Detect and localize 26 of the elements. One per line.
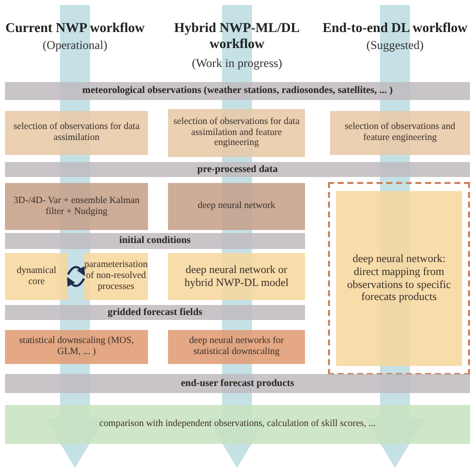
column-subheading: (Operational)	[42, 38, 108, 53]
process-box: deep neural network: direct mapping from observations to specific forecats products	[336, 191, 462, 366]
process-box: deep neural networks for statistical downscaling	[168, 330, 305, 364]
column-subheading: (Suggested)	[366, 38, 424, 53]
column-subheading: (Work in progress)	[192, 56, 282, 71]
process-box: deep neural network	[168, 183, 305, 230]
column-heading: Hybrid NWP-ML/DL workflow	[173, 20, 301, 52]
result-band: comparison with independent observations, calculation of skill scores, ...	[5, 405, 470, 444]
stage-band: meteorological observations (weather stations, radiosondes, satellites, ... )	[5, 82, 470, 100]
column-heading: End-to-end DL workflow	[322, 20, 468, 36]
process-box: selection of observations and feature engineering	[330, 111, 470, 155]
stage-band: pre-processed data	[5, 162, 470, 177]
process-box: selection of observations for data assimilation and feature engineering	[168, 109, 305, 157]
process-box: deep neural network or hybrid NWP-DL model	[168, 253, 305, 300]
dashed-frame	[328, 182, 470, 375]
process-box: parameterisation of non-resolved processes	[84, 253, 148, 300]
stage-band: end-user forecast products	[5, 374, 470, 393]
cycle-arrow	[67, 266, 85, 276]
cycle-arrow	[67, 277, 85, 288]
stage-band: gridded forecast fields	[5, 305, 305, 320]
process-box: statistical downscaling (MOS, GLM, ... )	[5, 330, 148, 364]
stage-band: initial conditions	[5, 233, 305, 249]
process-box: dynamical core	[5, 253, 68, 300]
column-heading: Current NWP workflow	[5, 20, 145, 36]
process-box: selection of observations for data assimilation	[5, 111, 148, 155]
process-box: 3D-/4D- Var + ensemble Kalman filter + Nudging	[5, 183, 148, 230]
